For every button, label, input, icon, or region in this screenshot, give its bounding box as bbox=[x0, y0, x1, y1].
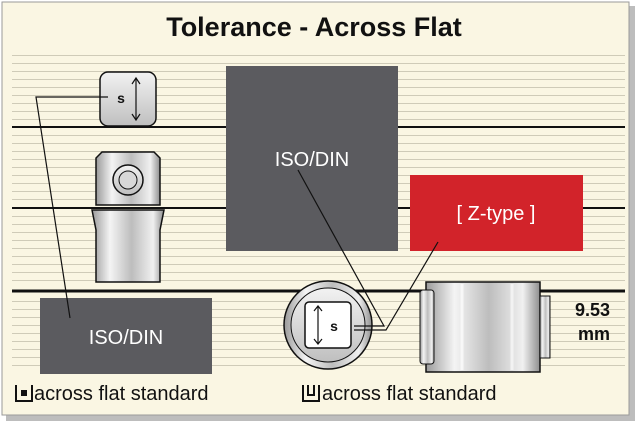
caption-right-standard: across flat standard bbox=[322, 383, 497, 405]
iso-din-label-small: ISO/DIN bbox=[89, 327, 163, 349]
s-label-socket: s bbox=[330, 318, 338, 334]
leader-lines bbox=[35, 96, 439, 331]
dimension-unit: mm bbox=[578, 324, 610, 344]
s-label-top: s bbox=[117, 90, 125, 106]
z-type-block bbox=[410, 175, 583, 251]
square-drive-end-view: s bbox=[99, 71, 157, 127]
square-drive-male-icon bbox=[15, 385, 33, 402]
socket-end-view: s bbox=[283, 280, 373, 370]
z-type-label: [ Z-type ] bbox=[457, 203, 536, 225]
caption-left-standard: across flat standard bbox=[34, 383, 209, 405]
socket-side-view bbox=[419, 281, 551, 373]
dimension-value: 9.53 bbox=[575, 300, 610, 320]
extension-bar-side-view bbox=[91, 151, 165, 283]
square-drive-female-icon bbox=[302, 385, 320, 402]
iso-din-block-large bbox=[226, 66, 398, 251]
page-title: Tolerance - Across Flat bbox=[166, 12, 462, 42]
iso-din-label-large: ISO/DIN bbox=[275, 149, 349, 171]
